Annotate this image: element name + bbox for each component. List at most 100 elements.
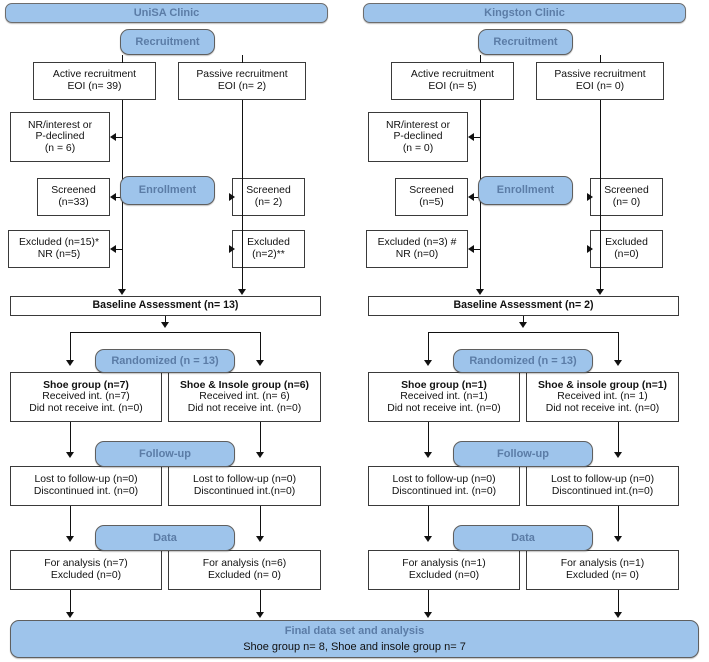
data-left-0-line-2: Excluded (n=0) — [50, 570, 122, 581]
followup-left-1-line-2: Discontinued int. (n=0) — [391, 486, 497, 497]
followup-right-1-line-1: Lost to follow-up (n=0) — [550, 474, 655, 486]
passive-recruitment-1-line-1: Passive recruitment — [554, 69, 646, 81]
arm-left-1-line-2: Received int. (n=1) — [400, 391, 488, 403]
stage-randomized-0: Randomized (n = 13) — [95, 349, 235, 373]
clinic-title-0: UniSA Clinic — [5, 3, 328, 23]
stage-recruitment-1: Recruitment — [478, 29, 573, 55]
excluded-left-1-line-1: Excluded (n=3) # — [377, 237, 457, 249]
passive-recruitment-0-line-2: EOI (n= 2) — [217, 81, 267, 92]
baseline-assessment-1: Baseline Assessment (n= 2) — [368, 296, 679, 316]
active-recruitment-0-line-1: Active recruitment — [52, 69, 137, 81]
stage-recruitment-0: Recruitment — [120, 29, 215, 55]
data-right-1: For analysis (n=1)Excluded (n= 0) — [526, 550, 679, 590]
screened-right-0-line-2: (n= 2) — [254, 197, 283, 208]
stage-followup-0: Follow-up — [95, 441, 235, 467]
data-right-1-line-1: For analysis (n=1) — [560, 558, 645, 570]
screened-left-1-line-1: Screened — [409, 185, 454, 197]
stage-data-1: Data — [453, 525, 593, 551]
followup-left-0-line-1: Lost to follow-up (n=0) — [34, 474, 138, 486]
active-recruitment-0-line-2: EOI (n= 39) — [67, 81, 122, 92]
active-recruitment-1-line-1: Active recruitment — [410, 69, 495, 81]
data-left-0-line-1: For analysis (n=7) — [44, 558, 128, 570]
nr-declined-1-line-1: NR/interest or — [385, 119, 451, 131]
final-data-title: Final data set and analysis — [284, 624, 425, 637]
stage-data-1-line-1: Data — [511, 531, 535, 544]
clinic-title-1-line-1: Kingston Clinic — [484, 6, 565, 19]
arm-left-0-line-1: Shoe group (n=7) — [43, 379, 129, 391]
excluded-left-0-line-2: NR (n=5) — [37, 249, 81, 260]
excluded-left-0-line-1: Excluded (n=15)* — [19, 237, 99, 249]
nr-declined-1-line-2: P-declined — [393, 131, 443, 143]
arm-left-1-line-1: Shoe group (n=1) — [401, 379, 487, 391]
screened-right-0: Screened(n= 2) — [232, 178, 305, 216]
screened-left-1-line-2: (n=5) — [419, 197, 444, 208]
nr-declined-1-line-3: (n = 0) — [402, 142, 434, 154]
nr-declined-0-line-2: P-declined — [35, 131, 85, 143]
arm-right-1-line-2: Received int. (n= 1) — [557, 391, 648, 403]
excluded-left-0: Excluded (n=15)*NR (n=5) — [8, 230, 110, 268]
stage-randomized-0-line-1: Randomized (n = 13) — [111, 354, 219, 367]
data-left-0: For analysis (n=7)Excluded (n=0) — [10, 550, 162, 590]
followup-right-1: Lost to follow-up (n=0)Discontinued int.… — [526, 466, 679, 506]
excluded-right-1-line-2: (n=0) — [614, 249, 639, 260]
nr-declined-0-line-3: (n = 6) — [44, 142, 76, 154]
data-left-1: For analysis (n=1)Excluded (n=0) — [368, 550, 520, 590]
arm-right-0-line-1: Shoe & Insole group (n=6) — [179, 379, 310, 391]
arm-left-0-line-3: Did not receive int. (n=0) — [29, 402, 143, 414]
stage-randomized-1-line-1: Randomized (n = 13) — [469, 354, 577, 367]
screened-left-1: Screened(n=5) — [395, 178, 468, 216]
arm-right-1-line-3: Did not receive int. (n=0) — [545, 402, 660, 414]
excluded-right-0-line-1: Excluded — [247, 237, 290, 249]
arm-left-1-line-3: Did not receive int. (n=0) — [387, 402, 501, 414]
followup-left-1: Lost to follow-up (n=0)Discontinued int.… — [368, 466, 520, 506]
arm-left-0: Shoe group (n=7)Received int. (n=7)Did n… — [10, 372, 162, 422]
excluded-right-0: Excluded(n=2)** — [232, 230, 305, 268]
data-left-1-line-1: For analysis (n=1) — [402, 558, 486, 570]
followup-left-0-line-2: Discontinued int. (n=0) — [33, 486, 139, 497]
excluded-right-0-line-2: (n=2)** — [252, 249, 285, 260]
baseline-assessment-1-line-1: Baseline Assessment (n= 2) — [453, 299, 594, 312]
baseline-assessment-0-line-1: Baseline Assessment (n= 13) — [92, 299, 239, 312]
arm-left-0-line-2: Received int. (n=7) — [42, 391, 130, 403]
passive-recruitment-1-line-2: EOI (n= 0) — [575, 81, 625, 92]
clinic-title-1: Kingston Clinic — [363, 3, 686, 23]
followup-left-0: Lost to follow-up (n=0)Discontinued int.… — [10, 466, 162, 506]
arm-right-1-line-1: Shoe & insole group (n=1) — [537, 379, 668, 391]
screened-right-1-line-1: Screened — [604, 185, 649, 197]
followup-right-0-line-2: Discontinued int.(n=0) — [193, 486, 296, 497]
screened-left-0: Screened(n=33) — [37, 178, 110, 216]
data-right-0-line-2: Excluded (n= 0) — [207, 570, 282, 581]
stage-followup-1-line-1: Follow-up — [497, 447, 549, 460]
active-recruitment-1-line-2: EOI (n= 5) — [428, 81, 477, 92]
screened-right-1-line-2: (n= 0) — [612, 197, 641, 208]
stage-enrollment-1-line-1: Enrollment — [496, 184, 555, 197]
followup-right-1-line-2: Discontinued int.(n=0) — [551, 486, 654, 497]
stage-recruitment-1-line-1: Recruitment — [493, 35, 558, 48]
data-left-1-line-2: Excluded (n=0) — [408, 570, 480, 581]
stage-followup-1: Follow-up — [453, 441, 593, 467]
stage-data-0-line-1: Data — [153, 531, 177, 544]
stage-followup-0-line-1: Follow-up — [139, 447, 191, 460]
screened-left-0-line-1: Screened — [51, 185, 96, 197]
passive-recruitment-0-line-1: Passive recruitment — [196, 69, 288, 81]
final-data-detail: Shoe group n= 8, Shoe and insole group n… — [243, 641, 466, 653]
stage-enrollment-0: Enrollment — [120, 176, 215, 205]
followup-right-0-line-1: Lost to follow-up (n=0) — [192, 474, 297, 486]
excluded-right-1-line-1: Excluded — [605, 237, 648, 249]
excluded-left-1: Excluded (n=3) #NR (n=0) — [366, 230, 468, 268]
screened-right-1: Screened(n= 0) — [590, 178, 663, 216]
followup-left-1-line-1: Lost to follow-up (n=0) — [392, 474, 496, 486]
stage-recruitment-0-line-1: Recruitment — [135, 35, 200, 48]
nr-declined-0-line-1: NR/interest or — [27, 119, 93, 131]
screened-left-0-line-2: (n=33) — [58, 197, 89, 208]
followup-right-0: Lost to follow-up (n=0)Discontinued int.… — [168, 466, 321, 506]
data-right-0-line-1: For analysis (n=6) — [202, 558, 287, 570]
arm-left-1: Shoe group (n=1)Received int. (n=1)Did n… — [368, 372, 520, 422]
